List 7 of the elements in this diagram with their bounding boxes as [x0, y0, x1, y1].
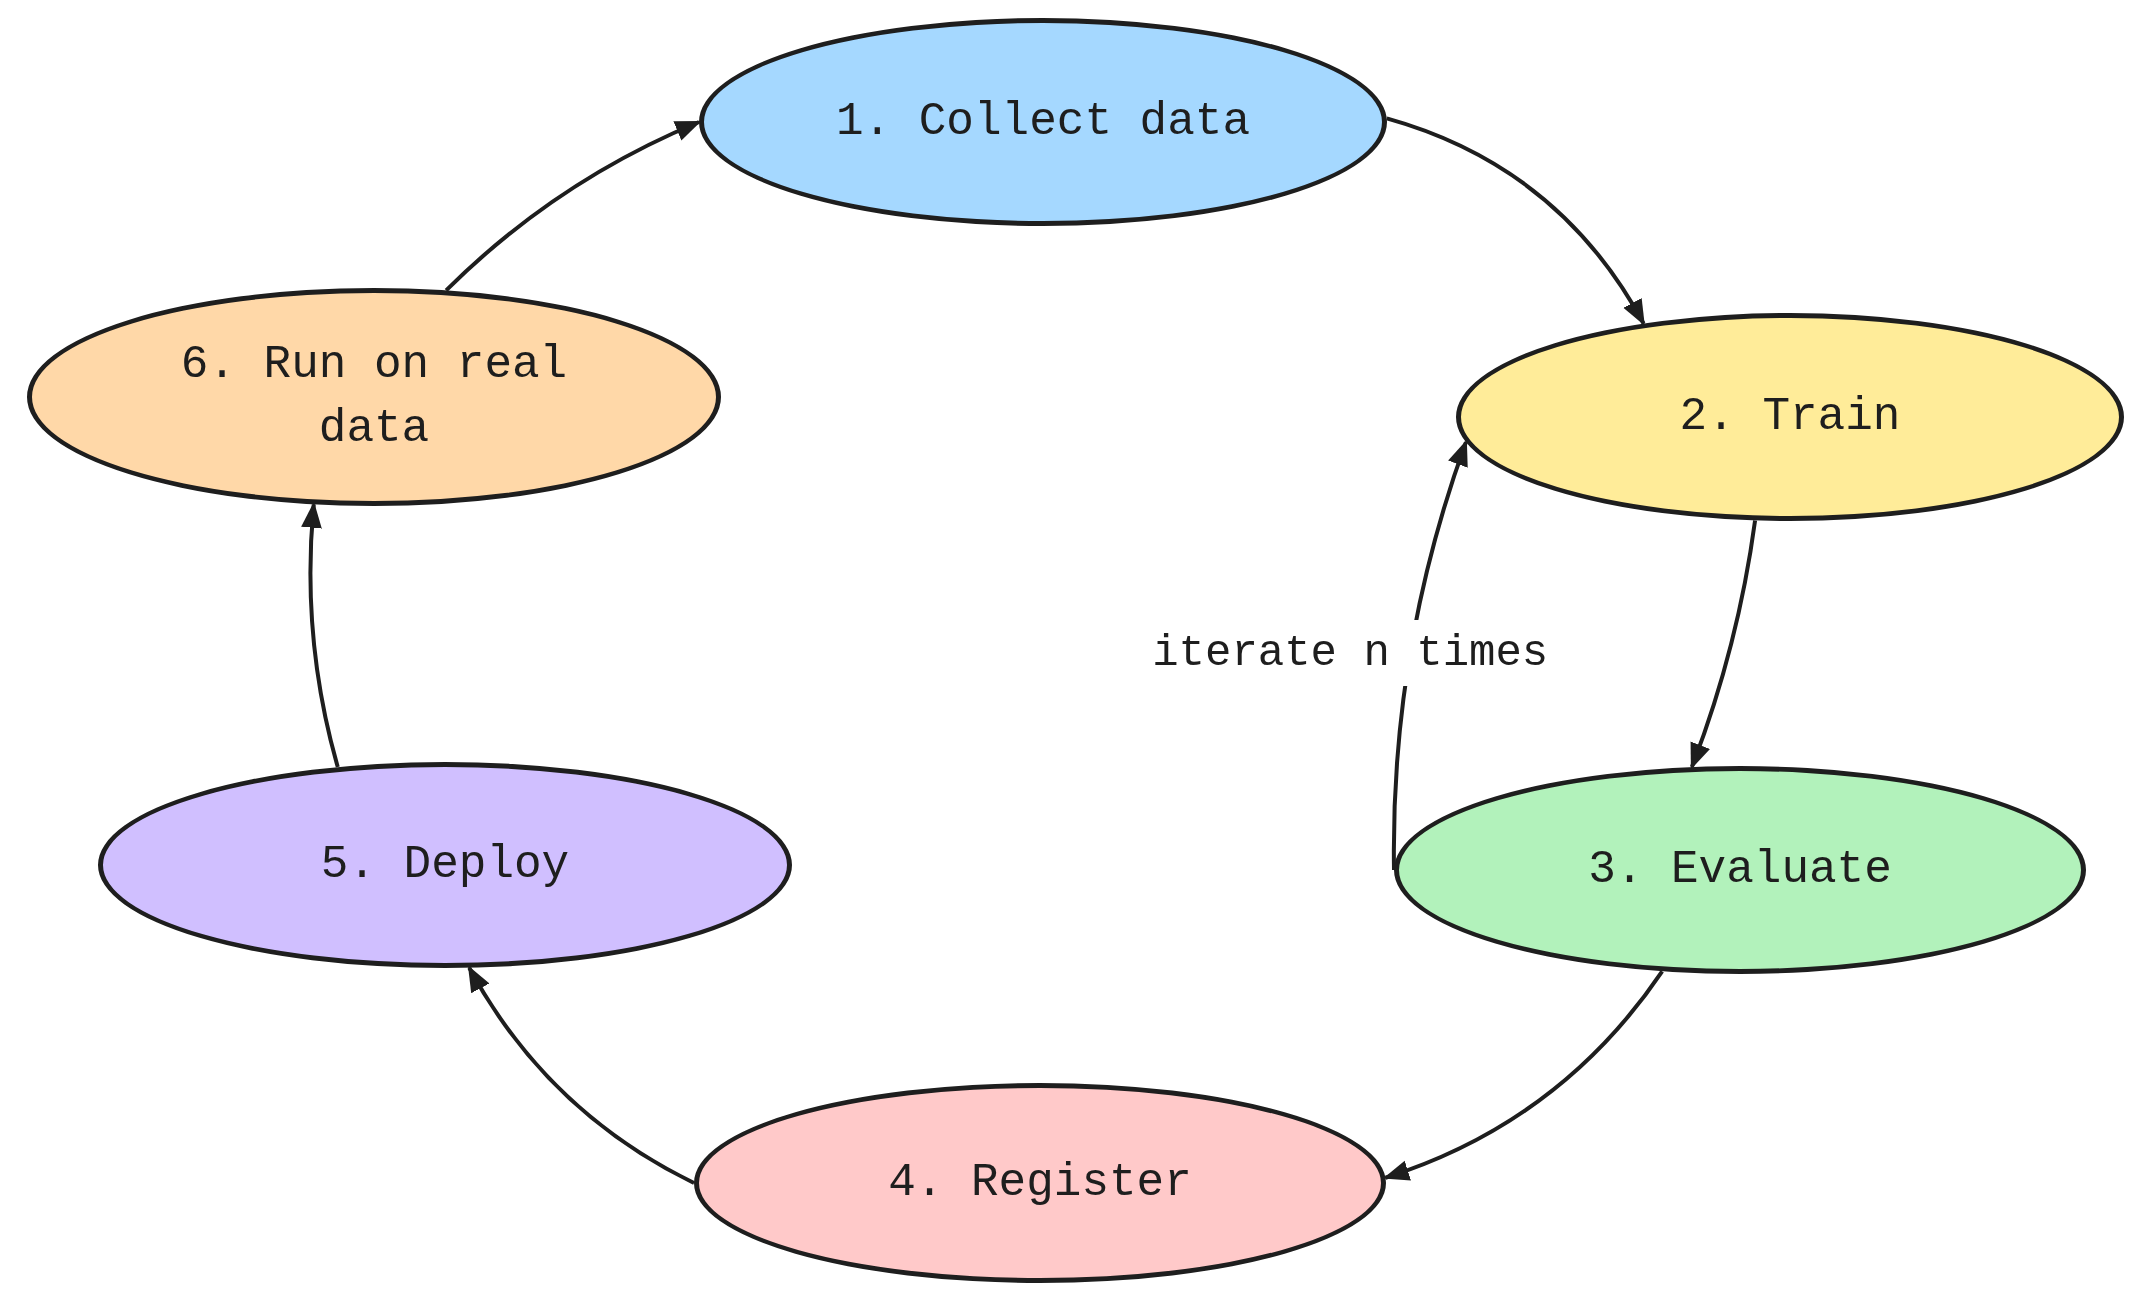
step-label: 1. Collect data: [835, 94, 1251, 150]
step-label: 6. Run on real data: [179, 337, 569, 457]
step-label: 5. Deploy: [320, 837, 570, 893]
step-label: 3. Evaluate: [1588, 842, 1892, 898]
step-label: 2. Train: [1679, 389, 1901, 445]
step-label: 4. Register: [888, 1155, 1192, 1211]
arrow: [1386, 116, 1646, 326]
